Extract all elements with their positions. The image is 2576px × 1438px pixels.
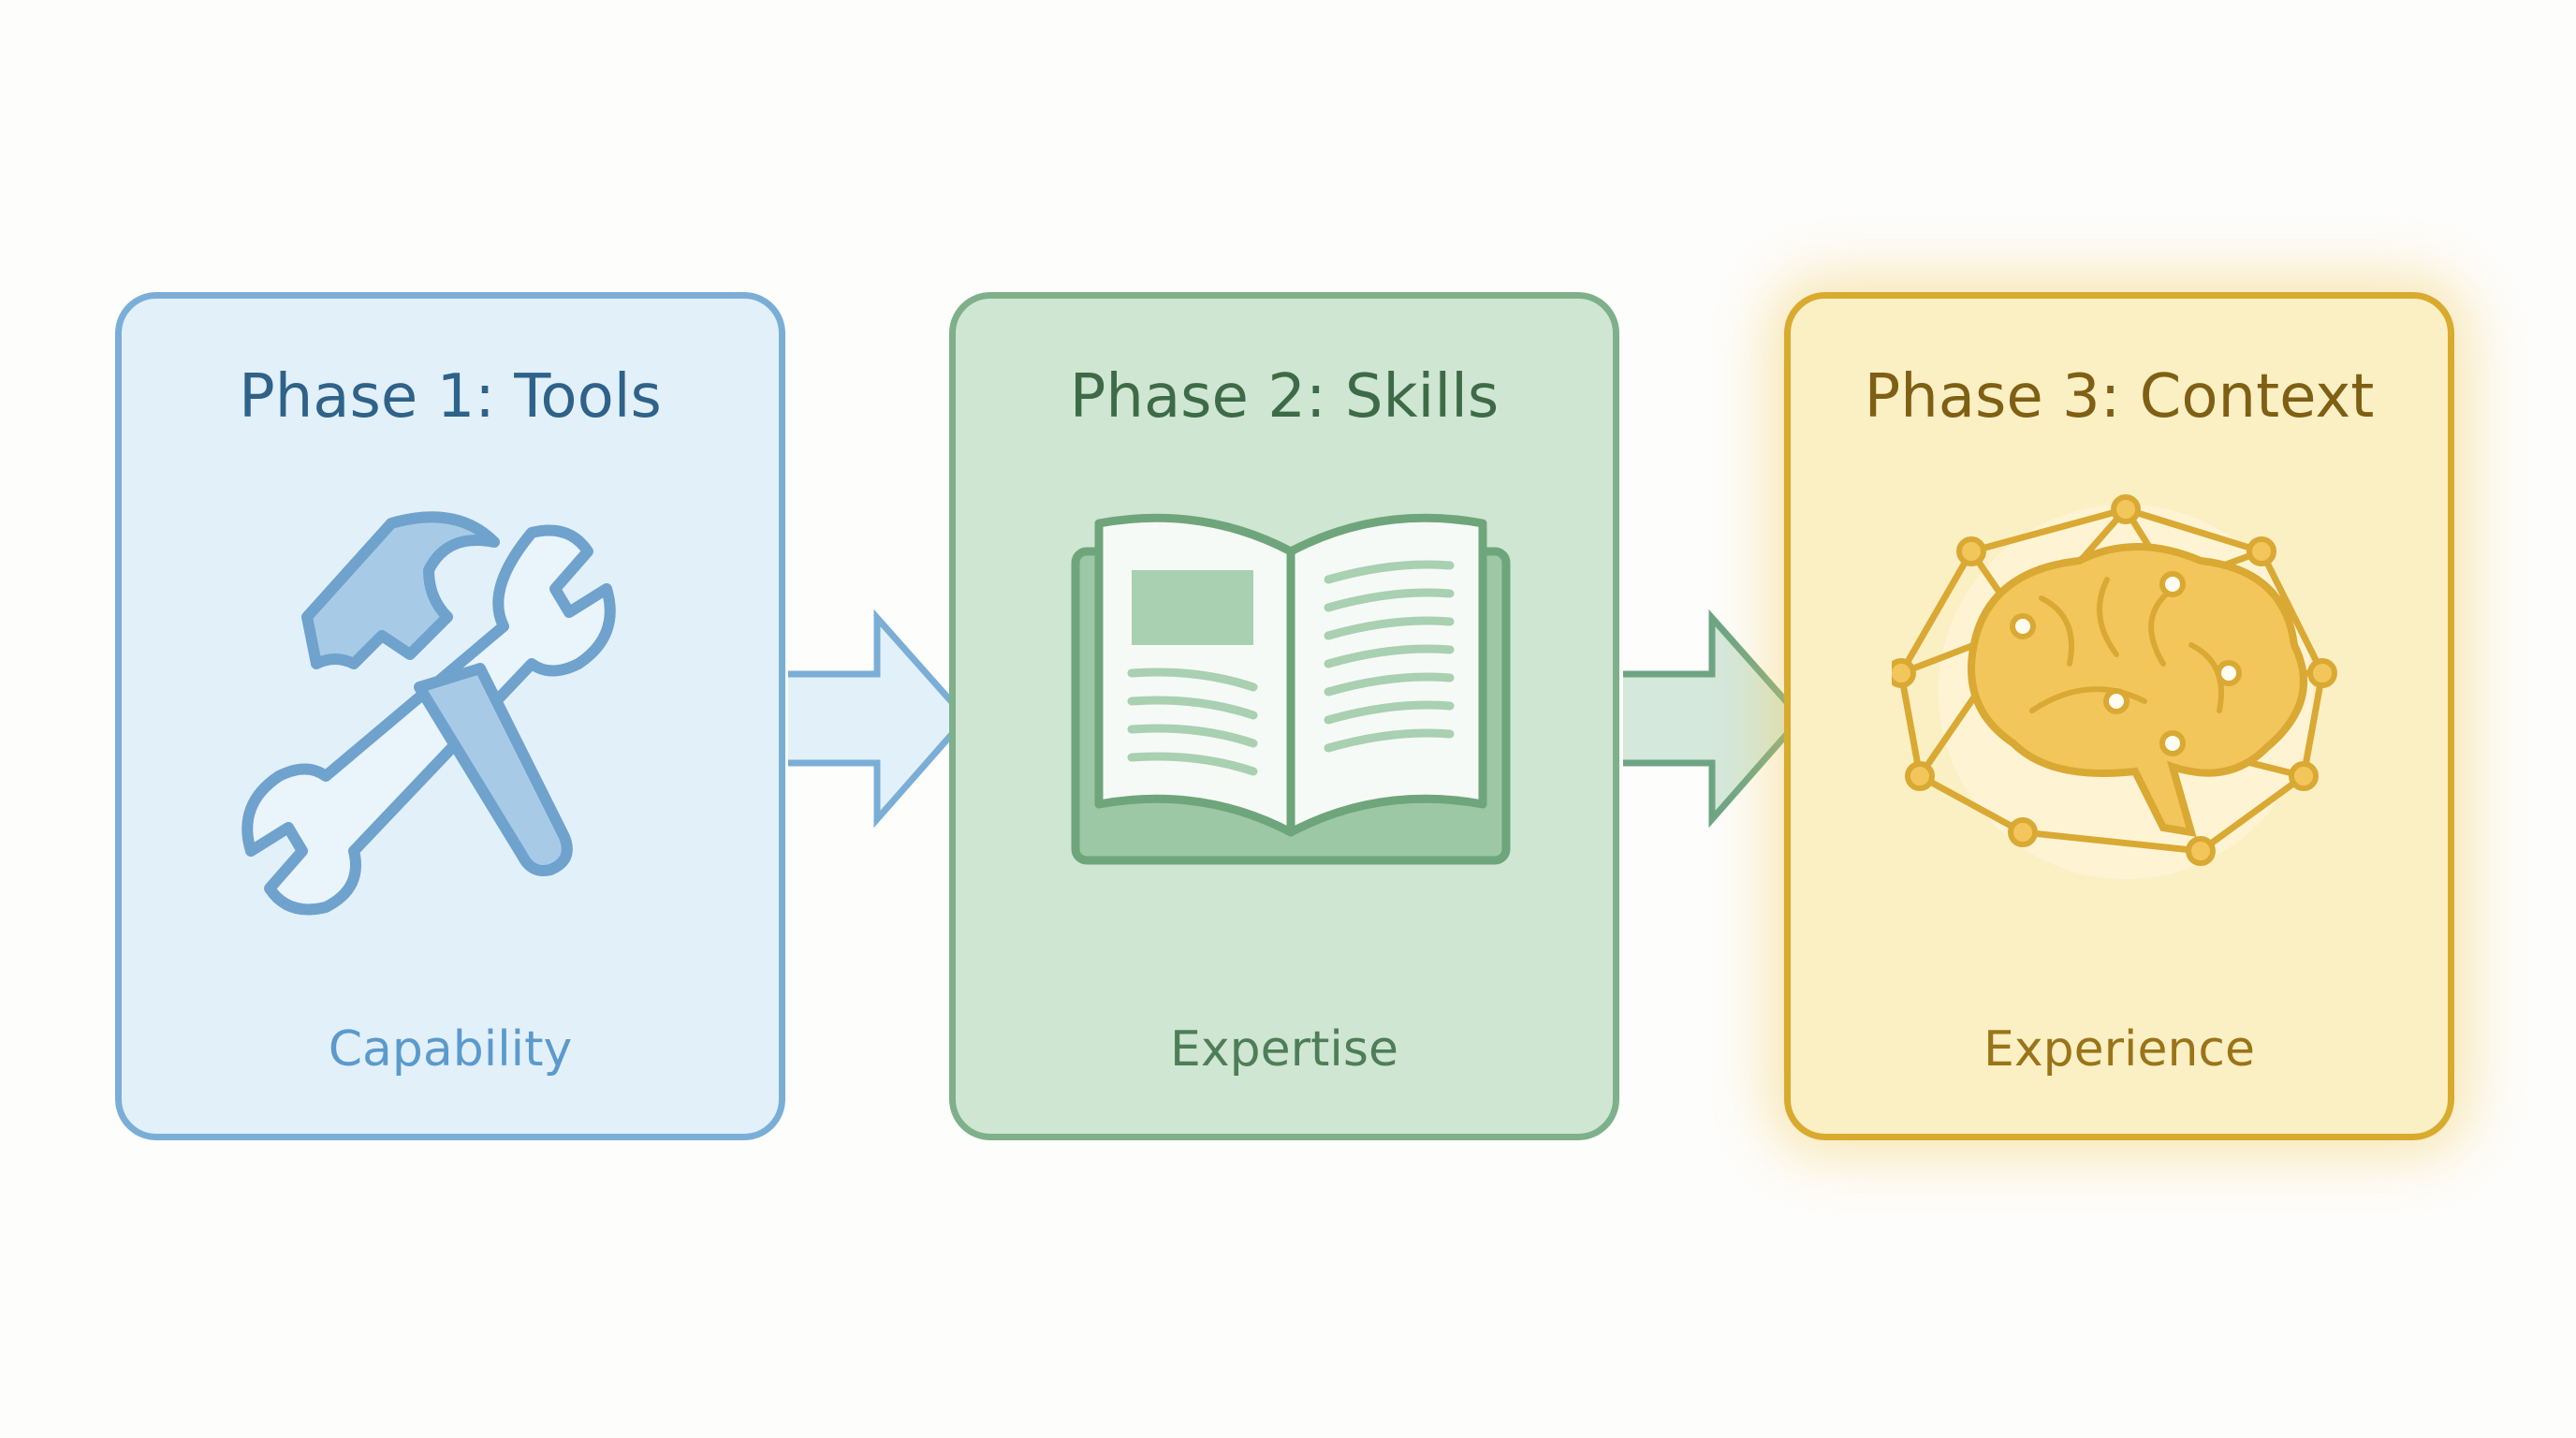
hammer-wrench-icon xyxy=(242,511,616,916)
phase-1-subtitle: Capability xyxy=(328,1021,573,1078)
phase-1-title: Phase 1: Tools xyxy=(239,362,662,432)
phase-1-card: Phase 1: Tools Capability xyxy=(115,292,785,1140)
phase-2-subtitle: Expertise xyxy=(1170,1021,1398,1078)
phase-3-card: Phase 3: Context Experience xyxy=(1784,292,2454,1140)
brain-network-icon xyxy=(1892,494,2337,879)
open-book-icon xyxy=(1071,513,1511,865)
phase-2-card: Phase 2: Skills Expertise xyxy=(949,292,1619,1140)
phase-3-title: Phase 3: Context xyxy=(1864,362,2375,432)
phase-3-subtitle: Experience xyxy=(1983,1021,2255,1078)
phase-2-title: Phase 2: Skills xyxy=(1069,362,1500,432)
